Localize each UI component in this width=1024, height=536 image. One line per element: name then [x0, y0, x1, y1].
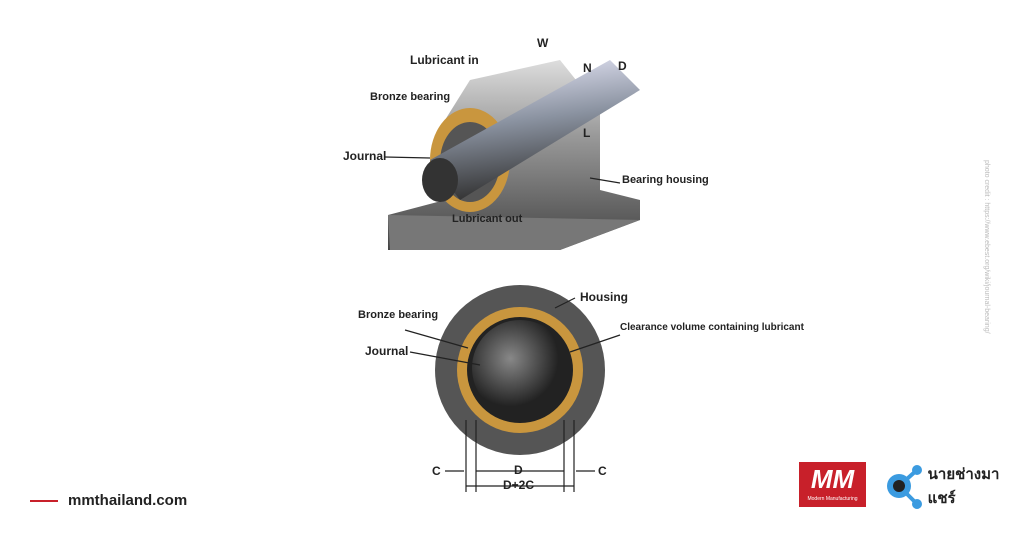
label-d: D	[618, 59, 627, 73]
label-clearance: Clearance volume containing lubricant	[620, 322, 805, 333]
label-c-right: C	[598, 464, 607, 478]
label-lubricant-out: Lubricant out	[452, 213, 523, 225]
label-bearing-housing: Bearing housing	[622, 174, 709, 186]
label-c-left: C	[432, 464, 441, 478]
label-w: W	[537, 36, 549, 50]
mm-logo-text: MM	[810, 464, 855, 494]
photo-credit: photo credit : https://www.ebest.org/wik…	[983, 160, 990, 334]
nai-logo-text: นายช่างมาแชร์	[927, 466, 1000, 507]
mm-logo: MM Modern Manufacturing	[799, 462, 866, 507]
site-url: mmthailand.com	[68, 492, 188, 509]
nai-logo: นายช่างมาแชร์	[885, 462, 1024, 510]
label-bronze-bearing-2: Bronze bearing	[358, 309, 438, 321]
bearing-housing-illustration	[388, 60, 640, 250]
label-l: L	[583, 126, 590, 140]
label-d-plus-2c: D+2C	[503, 478, 534, 492]
label-lubricant-in: Lubricant in	[410, 53, 479, 67]
label-n: N	[583, 61, 592, 75]
label-housing: Housing	[580, 290, 628, 304]
bearing-cross-section	[435, 285, 605, 455]
accent-line	[30, 499, 58, 502]
label-journal: Journal	[343, 149, 386, 163]
label-journal-2: Journal	[365, 344, 408, 358]
gear-network-icon	[887, 464, 922, 509]
site-brand: mmthailand.com	[30, 492, 187, 509]
mm-logo-sub: Modern Manufacturing	[807, 496, 858, 502]
label-bronze-bearing: Bronze bearing	[370, 91, 450, 103]
label-d-2: D	[514, 463, 523, 477]
